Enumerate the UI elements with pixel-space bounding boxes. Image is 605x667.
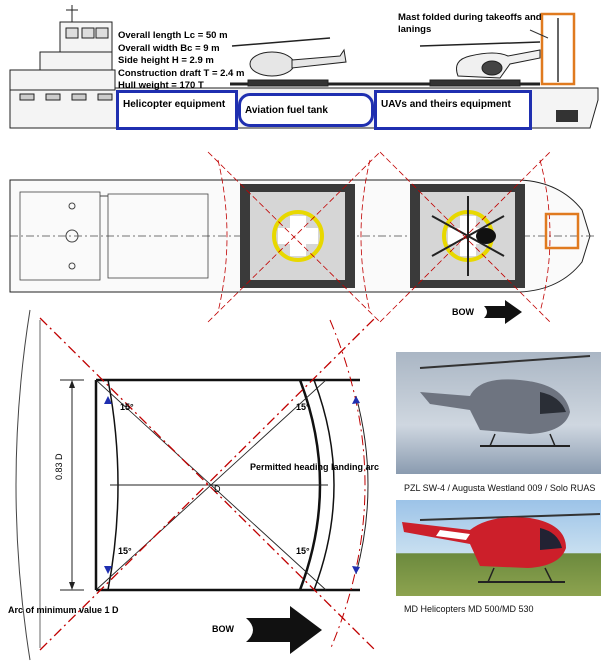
- ship-logo-icon: [556, 110, 578, 122]
- ship-plan-view: [9, 151, 595, 323]
- bow-label-bottom: BOW: [212, 624, 234, 634]
- mast-note: Mast folded during takeoffs and lanings: [398, 12, 542, 35]
- width-dimension-label: 0.83 D: [54, 453, 64, 480]
- bow-arrow-bottom-icon: [246, 606, 322, 654]
- landing-pad-1: [240, 184, 355, 288]
- spec-side-height: Side height H = 2.9 m: [118, 55, 214, 66]
- folded-mast: [529, 12, 576, 86]
- mast-top-highlight: [544, 212, 580, 250]
- md500-helicopter-shape: [402, 513, 601, 583]
- landing-area-detail: [15, 309, 376, 661]
- spec-hull-weight: Hull weight = 170 T: [118, 80, 204, 91]
- helicopter-silhouette-1: [231, 37, 347, 81]
- spec-width: Overall width Bc = 9 m: [118, 42, 220, 54]
- angle-bottom-right: 15°: [296, 546, 310, 556]
- spec-draft: Construction draft T = 2.4 m: [118, 67, 245, 79]
- angle-bottom-left: 15°: [118, 546, 132, 556]
- center-label: D: [214, 484, 221, 494]
- compartment-aviation-fuel-tank: Aviation fuel tank: [238, 93, 374, 127]
- compartment-uav-equipment: UAVs and theirs equipment: [374, 90, 532, 130]
- bow-arrow-top-icon: [484, 300, 522, 324]
- landing-pad-2: [410, 184, 525, 288]
- ship-specifications: Overall length Lc = 50 m Overall width B…: [118, 30, 244, 93]
- spec-length: Overall length Lc = 50 m: [118, 30, 228, 41]
- photo-caption-1: PZL SW-4 / Augusta Westland 009 / Solo R…: [404, 483, 596, 493]
- compartment-fuel-label: Aviation fuel tank: [245, 104, 328, 116]
- angle-top-left: 15°: [120, 402, 134, 412]
- sw4-helicopter-shape: [419, 355, 591, 447]
- bow-label-top: BOW: [452, 307, 474, 317]
- min-arc-label: Arc of minimum value 1 D: [8, 605, 119, 615]
- angle-top-right: 15°: [296, 402, 310, 412]
- compartment-uav-label: UAVs and theirs equipment: [381, 99, 511, 110]
- helicopter-silhouette-2: [419, 41, 541, 81]
- compartment-helicopter-label: Helicopter equipment: [123, 99, 226, 110]
- heading-arc-label: Permitted heading landing arc: [250, 462, 380, 472]
- photo-caption-2: MD Helicopters MD 500/MD 530: [404, 604, 534, 614]
- compartment-helicopter-equipment: Helicopter equipment: [116, 90, 238, 130]
